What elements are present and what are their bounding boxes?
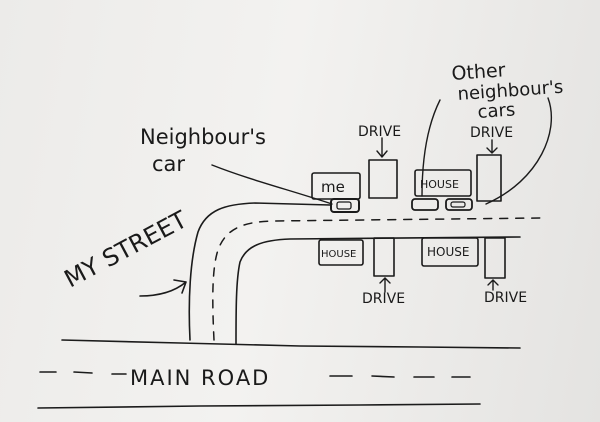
label-neighbours-car-1: Neighbour's (140, 125, 266, 149)
label-other-cars-1: Other (451, 59, 507, 85)
label-main-road: MAIN ROAD (130, 366, 270, 390)
label-other-cars-3: cars (477, 99, 516, 123)
label-house-bottom-left: HOUSE (321, 249, 356, 260)
label-drive-top-left: DRIVE (358, 124, 401, 140)
other-car-2 (445, 198, 473, 211)
house-bottom-right (421, 237, 479, 267)
label-drive-bottom-left: DRIVE (362, 291, 405, 307)
arrow-drive-top-right (486, 139, 498, 154)
street-center-dashes (212, 217, 541, 341)
main-road-top-edge (61, 339, 521, 349)
neighbours-car (330, 198, 360, 213)
label-house-bottom-right: HOUSE (427, 245, 469, 259)
arrow-drive-top-left (376, 137, 388, 158)
label-drive-top-right: DRIVE (470, 125, 513, 141)
house-top-right (414, 169, 472, 197)
drive-top-right (476, 154, 502, 202)
street-outer-edge (188, 202, 331, 341)
drive-bottom-left (373, 237, 395, 277)
leader-other-car-1 (421, 99, 441, 197)
arrow-drive-bottom-right (487, 279, 499, 291)
arrow-drive-bottom-left (379, 277, 391, 293)
label-my-street: MY STREET (60, 205, 192, 293)
main-road-center-dashes (39, 371, 471, 378)
main-road-bottom-edge (37, 403, 481, 409)
label-drive-bottom-right: DRIVE (484, 290, 527, 306)
label-neighbours-car-2: car (152, 152, 185, 176)
drive-top-left (368, 159, 398, 199)
leader-neighbours-car (211, 164, 333, 205)
other-car-1 (411, 198, 439, 211)
label-house-top: HOUSE (420, 178, 459, 191)
leader-other-car-2 (485, 97, 552, 205)
house-bottom-left (318, 239, 364, 266)
label-me: me (321, 178, 345, 196)
street-inner-edge (235, 236, 521, 345)
street-arrow (139, 279, 187, 297)
drive-bottom-right (484, 237, 506, 279)
